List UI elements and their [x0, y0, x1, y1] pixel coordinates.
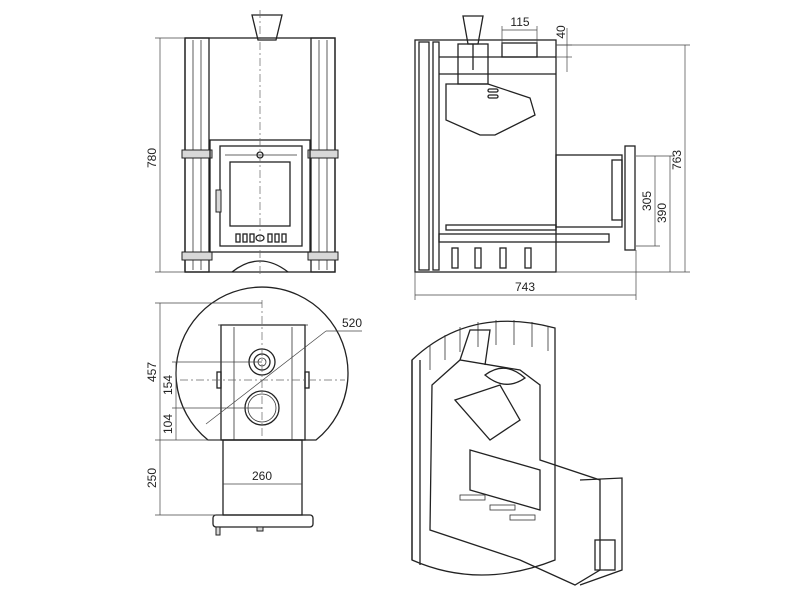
- dim-flue-width: 115: [510, 15, 529, 29]
- side-view: 743 763 305 390 115 40: [414, 15, 690, 300]
- top-view: 520 457 250 154 104 260: [145, 286, 362, 536]
- heat-exchanger: [445, 83, 536, 136]
- dim-tunnel-width: 260: [252, 469, 272, 483]
- dim-depth: 457: [145, 362, 159, 382]
- dim-diameter: 520: [342, 316, 362, 330]
- dim-front-height: 780: [145, 148, 159, 168]
- dim-side-width: 743: [515, 280, 535, 294]
- stone-cage-outline: [175, 286, 349, 441]
- dim-tunnel-outer: 390: [655, 203, 669, 223]
- isometric-cutaway-view: [411, 320, 623, 586]
- front-view: 780: [145, 10, 339, 275]
- cage-shell: [411, 320, 556, 576]
- iso-chimney: [459, 329, 491, 366]
- door-handle: [215, 189, 222, 213]
- dim-hole-offset: 104: [161, 414, 175, 434]
- air-vents: [235, 233, 287, 243]
- dim-tunnel-inner: 305: [640, 191, 654, 211]
- iso-tunnel-flange: [579, 477, 623, 586]
- stove-cutaway-body: [429, 359, 601, 586]
- dim-hole-spacing: 154: [161, 375, 175, 395]
- top-flange: [212, 514, 314, 528]
- chimney: [251, 14, 283, 41]
- dim-tunnel-length: 250: [145, 468, 159, 488]
- dim-side-height: 763: [670, 150, 684, 170]
- tunnel-flange: [624, 145, 636, 251]
- dim-flue-offset: 40: [554, 25, 568, 39]
- side-body: [414, 39, 557, 273]
- grate: [445, 224, 557, 231]
